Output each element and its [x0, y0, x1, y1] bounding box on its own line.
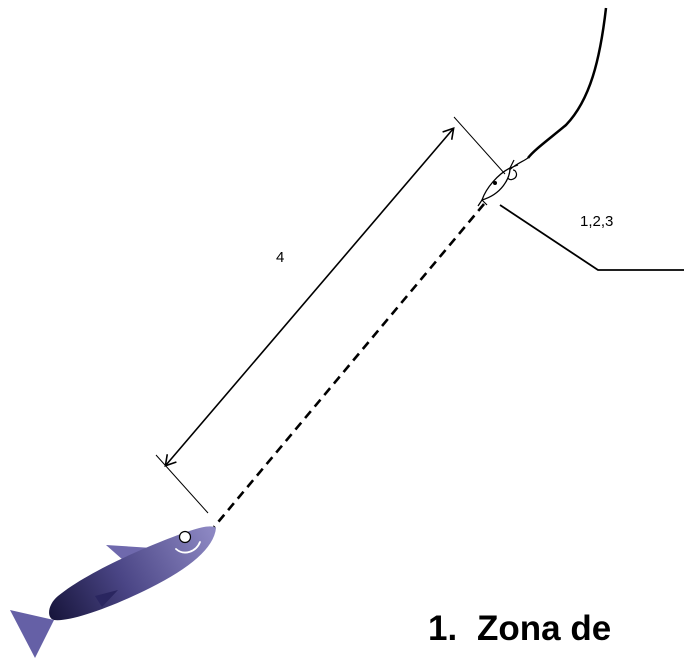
fish-dorsal-fin	[106, 545, 152, 560]
callout-line	[499, 204, 684, 271]
section-heading: Zona de	[477, 609, 611, 648]
fish-eye	[178, 530, 192, 544]
hook-icon	[506, 157, 529, 181]
main-line	[527, 7, 608, 159]
callout-label: 1,2,3	[580, 213, 613, 230]
small-fish-icon	[477, 159, 519, 207]
distance-arrow	[164, 127, 455, 467]
fish-body	[49, 526, 216, 621]
section-number: 1.	[428, 609, 457, 648]
extension-tick-bottom	[155, 454, 209, 514]
fish-icon	[10, 526, 216, 658]
extension-tick-top	[453, 116, 506, 175]
distance-label: 4	[276, 249, 284, 266]
fish-tail	[10, 610, 54, 658]
leader-line	[213, 203, 485, 528]
fish-mouth	[175, 541, 201, 554]
fish-pelvic-fin	[95, 590, 118, 607]
